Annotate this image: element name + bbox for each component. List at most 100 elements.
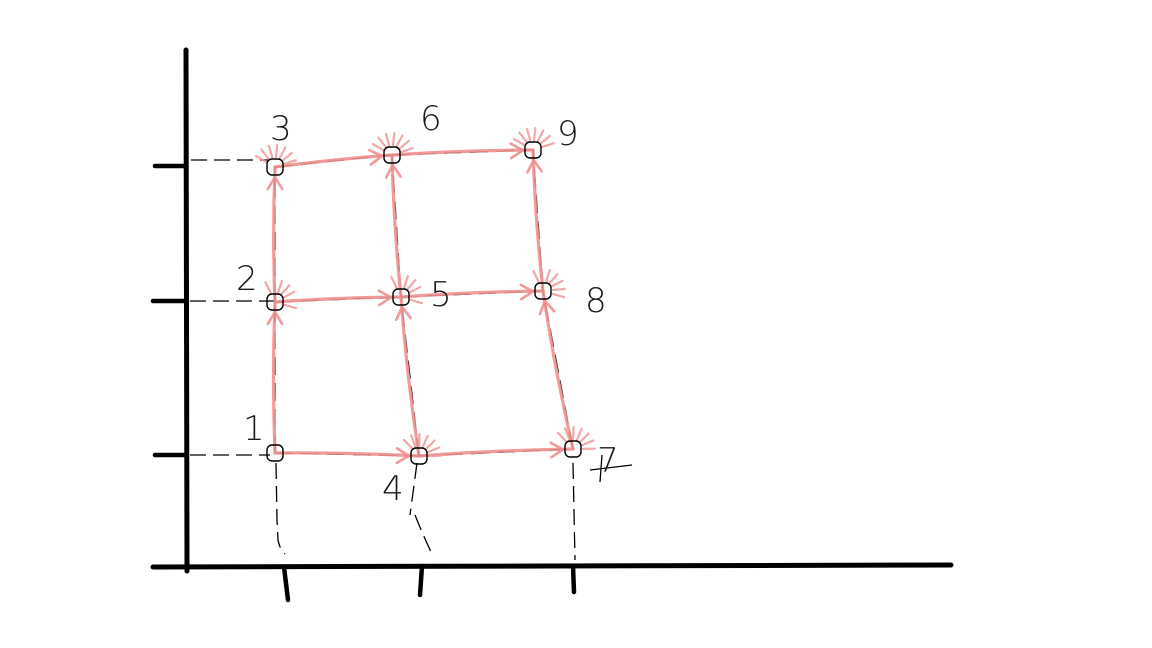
node-label-5: 5 xyxy=(430,275,452,315)
node-burst-stroke xyxy=(540,267,544,283)
node-burst-stroke xyxy=(581,439,595,447)
node-marker xyxy=(266,444,284,462)
node-burst-stroke xyxy=(274,144,279,159)
node-marker xyxy=(524,141,542,159)
x-axis-tick xyxy=(281,564,291,603)
node-2 xyxy=(264,278,298,311)
edge-arrowhead xyxy=(395,447,412,465)
edge-line xyxy=(390,148,535,157)
node-burst-stroke xyxy=(260,148,270,161)
edge-1-4 xyxy=(273,447,421,465)
node-burst-stroke xyxy=(409,298,424,305)
edge-7-8 xyxy=(538,289,575,451)
edge-line xyxy=(273,451,421,458)
node-marker xyxy=(410,447,428,465)
node-burst-stroke xyxy=(377,136,387,149)
node-burst-stroke xyxy=(277,280,284,294)
node-burst-stroke xyxy=(427,446,441,454)
node-label-7: 7 xyxy=(597,441,619,481)
node-5 xyxy=(390,273,424,306)
node-burst-stroke xyxy=(391,132,396,147)
node-burst-stroke xyxy=(518,131,528,144)
node-burst-stroke xyxy=(282,290,296,299)
node-burst-stroke xyxy=(564,427,571,441)
node-burst-stroke xyxy=(536,129,545,143)
node-6 xyxy=(371,132,415,164)
node-marker xyxy=(564,440,582,458)
node-burst-stroke xyxy=(390,276,398,290)
node-burst-stroke xyxy=(267,144,274,159)
node-burst-stroke xyxy=(551,292,566,299)
edge-arrowhead xyxy=(384,162,402,179)
edge-line xyxy=(417,447,575,458)
node-marker xyxy=(266,293,284,311)
guide-line xyxy=(275,462,286,555)
node-burst-stroke xyxy=(532,270,540,284)
node-burst-stroke xyxy=(409,293,424,298)
node-label-8: 8 xyxy=(585,281,607,321)
node-8 xyxy=(532,267,566,300)
axes xyxy=(150,47,954,603)
edge-arrowhead xyxy=(266,309,284,326)
node-burst-stroke xyxy=(403,275,410,289)
node-burst-stroke xyxy=(283,298,298,303)
node-label-4: 4 xyxy=(382,469,404,509)
edge-3-6 xyxy=(273,148,394,169)
node-burst-stroke xyxy=(254,154,268,164)
node-label-1: 1 xyxy=(243,409,265,449)
guide-line xyxy=(572,462,576,561)
node-burst-stroke xyxy=(280,284,291,296)
node-burst-stroke xyxy=(575,427,583,441)
node-label-9: 9 xyxy=(557,114,579,154)
node-burst-stroke xyxy=(371,142,385,152)
node-burst-stroke xyxy=(408,285,422,294)
node-burst-stroke xyxy=(424,439,436,451)
edge-arrowhead xyxy=(395,304,412,321)
nodes xyxy=(254,127,597,465)
node-burst-stroke xyxy=(545,269,552,283)
node-burst-stroke xyxy=(264,281,272,295)
edge-1-2 xyxy=(266,300,284,455)
node-marker xyxy=(534,282,552,300)
edge-6-9 xyxy=(390,142,535,160)
edge-4-7 xyxy=(417,441,575,459)
node-burst-stroke xyxy=(525,127,532,142)
node-burst-stroke xyxy=(551,287,566,292)
node-label-6: 6 xyxy=(420,99,442,139)
node-burst-stroke xyxy=(410,434,417,448)
edge-arrowhead xyxy=(377,289,394,307)
node-burst-stroke xyxy=(512,137,526,147)
node-burst-stroke xyxy=(541,142,556,149)
node-7 xyxy=(556,425,597,458)
guide-lines xyxy=(190,159,633,561)
node-burst-stroke xyxy=(272,278,276,294)
edge-5-8 xyxy=(399,283,545,301)
node-4 xyxy=(402,432,443,465)
plus-mark xyxy=(589,454,633,483)
guide-line xyxy=(409,462,434,557)
edge-arrowhead xyxy=(538,298,556,316)
node-burst-stroke xyxy=(283,159,298,166)
node-burst-stroke xyxy=(398,273,402,289)
node-burst-stroke xyxy=(283,303,298,310)
node-marker xyxy=(383,146,401,164)
edges xyxy=(266,142,575,465)
node-burst-stroke xyxy=(402,438,414,450)
node-burst-stroke xyxy=(548,273,559,285)
node-label-2: 2 xyxy=(236,259,258,299)
node-burst-stroke xyxy=(556,431,568,443)
node-burst-stroke xyxy=(400,147,415,154)
edge-2-3 xyxy=(266,165,284,304)
node-marker xyxy=(266,158,284,176)
node-3 xyxy=(254,144,298,176)
edge-line xyxy=(541,289,575,451)
edge-arrowhead xyxy=(509,142,526,160)
node-label-3: 3 xyxy=(270,109,292,149)
node-burst-stroke xyxy=(398,139,410,150)
node-burst-stroke xyxy=(532,127,537,142)
edge-line xyxy=(271,300,277,455)
node-burst-stroke xyxy=(421,434,429,448)
edge-arrowhead xyxy=(526,157,544,174)
node-burst-stroke xyxy=(539,134,551,145)
